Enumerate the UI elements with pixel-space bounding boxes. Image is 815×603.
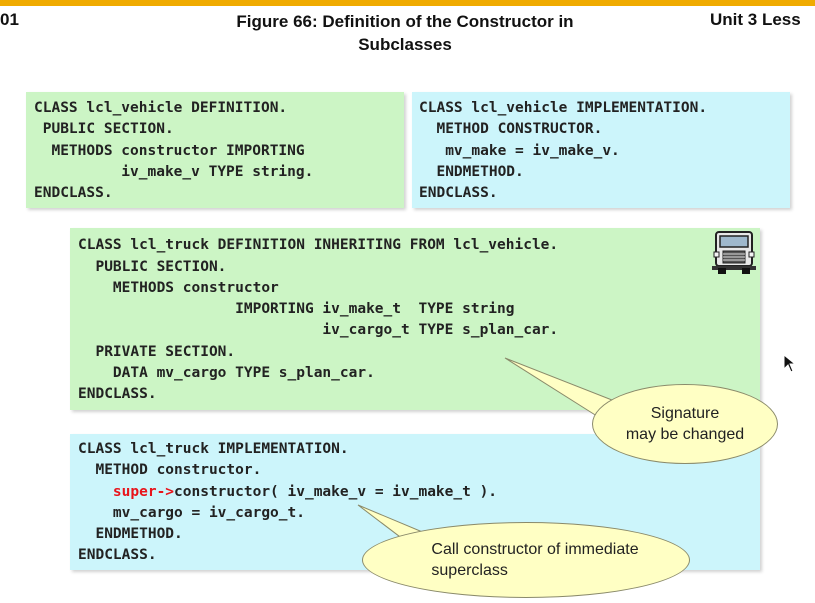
signature-callout-pointer — [504, 357, 613, 419]
code-line: iv_make_v TYPE string. — [34, 164, 314, 180]
header-right-fragment: Unit 3 Less — [710, 10, 801, 29]
mouse-pointer-icon — [783, 354, 797, 373]
code-line: ENDCLASS. — [78, 547, 157, 563]
code-line: PRIVATE SECTION. — [78, 344, 236, 360]
code-line: PUBLIC SECTION. — [78, 259, 227, 275]
code-line: CLASS lcl_vehicle DEFINITION. — [34, 100, 288, 116]
top-accent-bar — [0, 0, 815, 6]
code-line: mv_cargo = iv_cargo_t. — [78, 505, 305, 521]
signature-callout-line-2: may be changed — [625, 426, 745, 443]
figure-title-line-2: Subclasses — [358, 35, 452, 54]
code-line: ENDMETHOD. — [78, 526, 183, 542]
code-line: CLASS lcl_truck DEFINITION INHERITING FR… — [78, 237, 559, 253]
vehicle-implementation-box: CLASS lcl_vehicle IMPLEMENTATION. METHOD… — [412, 92, 790, 208]
constructor-call: constructor( iv_make_v = iv_make_t ). — [174, 484, 498, 500]
code-line: IMPORTING iv_make_t TYPE string — [78, 301, 515, 317]
figure-title-line-1: Figure 66: Definition of the Constructor… — [236, 12, 574, 31]
code-line: iv_cargo_t TYPE s_plan_car. — [78, 322, 559, 338]
figure-title: Figure 66: Definition of the Constructor… — [190, 10, 620, 56]
code-line: mv_make = iv_make_v. — [419, 143, 620, 159]
signature-callout: Signature may be changed — [592, 384, 778, 464]
code-line: ENDCLASS. — [34, 185, 113, 201]
header-left-fragment: 01 — [0, 10, 19, 29]
code-line: METHOD CONSTRUCTOR. — [419, 121, 603, 137]
truck-definition-box: CLASS lcl_truck DEFINITION INHERITING FR… — [70, 228, 760, 410]
code-line: ENDMETHOD. — [419, 164, 524, 180]
super-keyword: super-> — [112, 484, 175, 500]
code-line: ENDCLASS. — [419, 185, 498, 201]
signature-callout-line-1: Signature — [650, 405, 720, 422]
code-line: PUBLIC SECTION. — [34, 121, 174, 137]
constructor-callout-line-1: Call constructor of immediate — [431, 541, 639, 558]
code-line: METHODS constructor — [78, 280, 279, 296]
code-line: ENDCLASS. — [78, 386, 157, 402]
code-line: CLASS lcl_truck IMPLEMENTATION. — [78, 441, 349, 457]
code-line: DATA mv_cargo TYPE s_plan_car. — [78, 365, 375, 381]
code-line: METHOD constructor. — [78, 462, 262, 478]
vehicle-definition-box: CLASS lcl_vehicle DEFINITION. PUBLIC SEC… — [26, 92, 404, 208]
code-line: CLASS lcl_vehicle IMPLEMENTATION. — [419, 100, 708, 116]
code-line-super-call: super->constructor( iv_make_v = iv_make_… — [78, 483, 497, 501]
code-line: METHODS constructor IMPORTING — [34, 143, 305, 159]
constructor-callout: Call constructor of immediate superclass — [362, 522, 690, 598]
constructor-callout-line-2: superclass — [431, 562, 508, 579]
truck-icon — [712, 231, 756, 274]
